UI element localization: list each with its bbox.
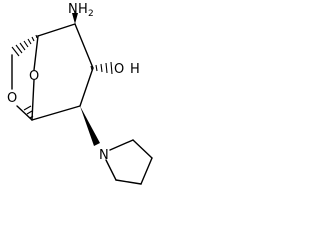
bond-c1-o-upper [33,35,39,71]
bridge-o-lower-label: O [7,91,17,106]
hashed-bond-c1-ch2 [11,34,38,57]
bridge-o-upper-label: O [29,69,39,84]
pyrrolidine-ring [105,139,153,185]
hashed-bond-c5 [23,105,34,119]
molecule-structure: N H 2 H O O O N [7,2,153,185]
bond-camino-coh [74,23,94,69]
bond-coh-cpyr [79,67,94,107]
amino-n-label: N [68,2,78,17]
hashed-bond-hydroxyl [90,61,113,75]
hydroxyl-o-label: O [114,62,124,77]
bond-c1-camino [37,23,76,37]
ring-bonds [11,23,94,121]
bond-c5-cpyr [31,105,81,121]
amino-h-label: H [78,2,88,17]
label-hydroxyl: H O [114,62,140,77]
pyrrolidine-n-label: N [99,148,109,163]
label-amino: N H 2 [68,2,94,19]
bond-o-lower-c5 [16,105,33,121]
hydroxyl-h-label: H [130,62,140,77]
amino-subscript: 2 [88,9,94,19]
wedge-bond-pyrrolidine [80,106,100,146]
bond-o-upper-c5 [31,79,35,121]
